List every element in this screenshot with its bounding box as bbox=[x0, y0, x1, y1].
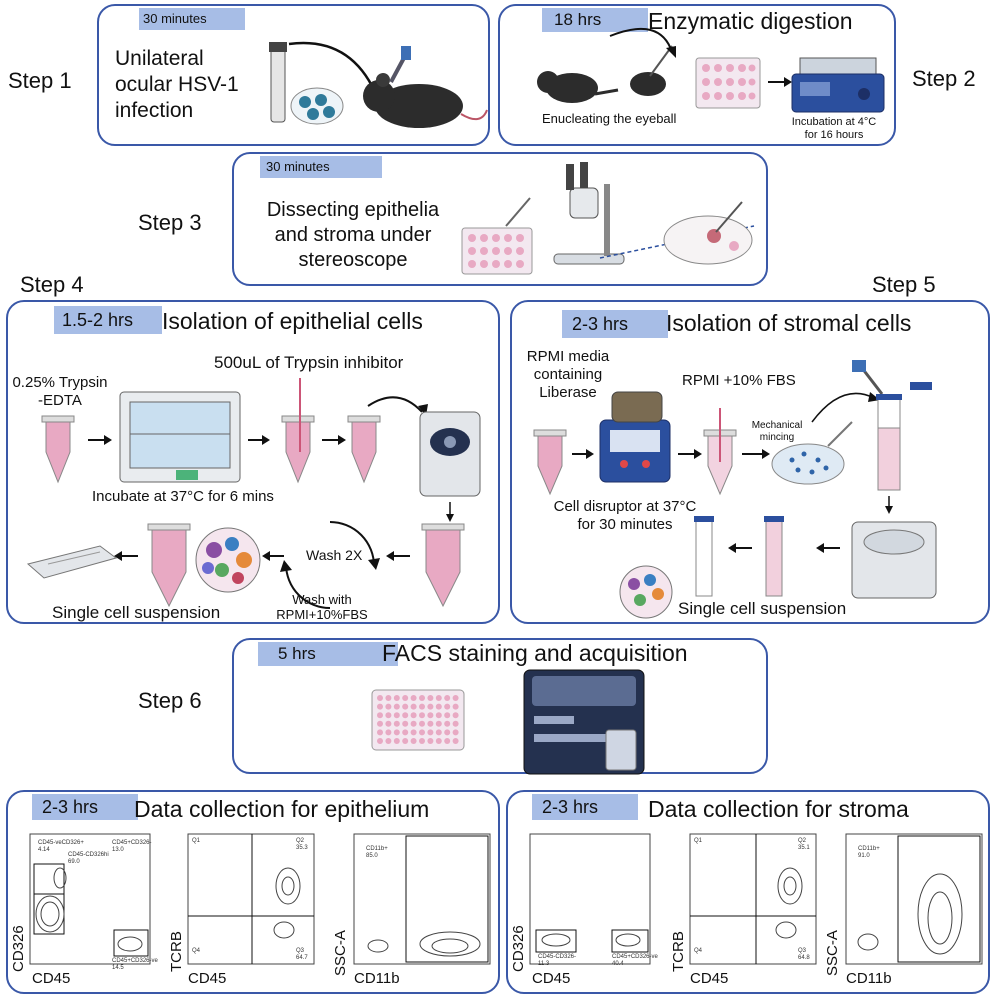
y-axis-label: SSC-A bbox=[824, 930, 841, 976]
gate-label: CD45-veCD326+4.14 bbox=[38, 840, 84, 853]
panel-title: Data collection for stroma bbox=[648, 796, 909, 822]
panel-step-5: 2-3 hrs Isolation of stromal cells RPMI … bbox=[510, 300, 990, 624]
x-axis-label: CD45 bbox=[690, 970, 729, 987]
quadrant-label: Q1 bbox=[694, 838, 703, 844]
stereoscope-illustration bbox=[461, 162, 755, 275]
y-axis-label: CD326 bbox=[10, 925, 27, 972]
y-axis-label: TCRB bbox=[670, 931, 687, 972]
enucleation-illustration bbox=[537, 27, 885, 113]
trypsin-label: 0.25% Trypsin-EDTA bbox=[12, 374, 108, 409]
panel-title: Enzymatic digestion bbox=[648, 8, 853, 34]
panel-title: Isolation of epithelial cells bbox=[162, 308, 423, 334]
duration-badge: 5 hrs bbox=[258, 642, 398, 666]
panel-stroma-data: 2-3 hrs Data collection for stroma CD45-… bbox=[506, 790, 990, 994]
gate-label: CD11b+91.0 bbox=[858, 846, 880, 859]
quadrant-label: Q4 bbox=[694, 948, 703, 954]
facs-illustration bbox=[371, 669, 645, 775]
x-axis-label: CD11b bbox=[354, 970, 400, 987]
panel-step-6: 5 hrs FACS staining and acquisition bbox=[232, 638, 768, 775]
duration-badge: 30 minutes bbox=[260, 156, 382, 178]
x-axis-label: CD11b bbox=[846, 970, 892, 987]
panel-epithelium-data: 2-3 hrs Data collection for epithelium C… bbox=[6, 790, 500, 994]
y-axis-label: TCRB bbox=[168, 931, 185, 972]
panel-title: Data collection for epithelium bbox=[134, 796, 430, 822]
x-axis-label: CD45 bbox=[32, 970, 71, 987]
step-2-label: Step 2 bbox=[912, 66, 976, 91]
epi-plot-tcrb-cd45 bbox=[187, 833, 315, 965]
duration-badge: 30 minutes bbox=[139, 8, 245, 30]
enucleate-label: Enucleating the eyeball bbox=[542, 111, 677, 126]
duration-badge: 1.5-2 hrs bbox=[54, 306, 162, 334]
duration-badge: 18 hrs bbox=[542, 8, 648, 32]
trypsin-inhibitor-label: 500uL of Trypsin inhibitor bbox=[214, 353, 404, 372]
epi-plot-cd326-cd45 bbox=[29, 833, 151, 965]
panel-step-4: 1.5-2 hrs Isolation of epithelial cells … bbox=[6, 300, 500, 624]
step-4-label: Step 4 bbox=[20, 272, 84, 297]
stroma-plot-cd326-cd45 bbox=[529, 833, 651, 965]
quadrant-label: Q4 bbox=[192, 948, 201, 954]
stroma-plot-tcrb-cd45 bbox=[689, 833, 817, 965]
quadrant-label: Q1 bbox=[192, 838, 201, 844]
epi-plot-ssc-cd11b bbox=[353, 833, 491, 965]
y-axis-label: CD326 bbox=[510, 925, 527, 972]
stroma-plot-ssc-cd11b bbox=[845, 833, 983, 965]
x-axis-label: CD45 bbox=[188, 970, 227, 987]
stromal-isolation-illustration bbox=[533, 360, 937, 619]
duration-badge: 2-3 hrs bbox=[562, 310, 668, 338]
panel-title: Isolation of stromal cells bbox=[666, 310, 912, 336]
duration-badge: 2-3 hrs bbox=[532, 794, 638, 820]
gate-label: CD11b+85.0 bbox=[366, 846, 388, 859]
gate-label: CD45-CD326-11.3 bbox=[538, 954, 577, 967]
single-cell-label: Single cell suspension bbox=[52, 603, 221, 622]
step-1-label: Step 1 bbox=[8, 68, 72, 93]
step-5-label: Step 5 bbox=[872, 272, 936, 297]
step-6-label: Step 6 bbox=[138, 688, 202, 713]
single-cell-label: Single cell suspension bbox=[678, 599, 847, 618]
panel-title: FACS staining and acquisition bbox=[382, 640, 688, 666]
duration-badge: 2-3 hrs bbox=[32, 794, 138, 820]
wash-label: Wash 2X bbox=[306, 547, 363, 563]
x-axis-label: CD45 bbox=[532, 970, 571, 987]
y-axis-label: SSC-A bbox=[332, 930, 349, 976]
gate-label: CD45+CD326-13.0 bbox=[112, 840, 152, 853]
step-3-label: Step 3 bbox=[138, 210, 202, 235]
epithelial-isolation-illustration bbox=[26, 378, 481, 609]
incubate-label: Incubate at 37°C for 6 mins bbox=[92, 488, 274, 505]
panel-step-2: 18 hrs Enzymatic digestion Enucleating t… bbox=[498, 4, 896, 146]
infection-illustration bbox=[269, 41, 488, 128]
rpmi-fbs-label: RPMI +10% FBS bbox=[682, 372, 796, 389]
